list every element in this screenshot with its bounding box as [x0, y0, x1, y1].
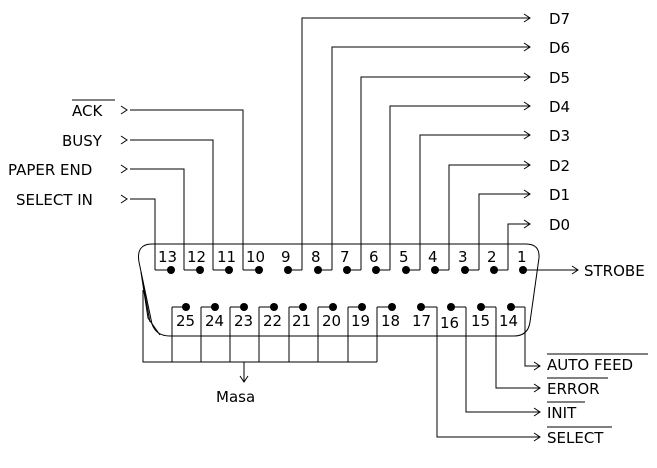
- wire-d7: [301, 17, 530, 270]
- connector-outline: [138, 243, 540, 337]
- pin-label: 20: [322, 312, 341, 330]
- bottom-pin-labels: 25 24 23 22 21 20 19 18 17 16 15 14: [176, 312, 518, 332]
- wire-d5: [360, 76, 530, 270]
- wire-d3: [419, 134, 530, 270]
- pin-label: 21: [292, 312, 311, 330]
- wire-d4: [389, 105, 530, 270]
- left-signal-labels: ACK BUSY PAPER END SELECT IN: [8, 99, 115, 209]
- pin-label: 13: [158, 248, 177, 266]
- arrow-paper-end: [120, 164, 128, 174]
- wire-error: [495, 307, 540, 389]
- left-signal-wires: [120, 105, 244, 270]
- label-paper-end: PAPER END: [8, 161, 92, 179]
- pin-label: 12: [187, 248, 206, 266]
- arrow-d7: [523, 13, 531, 23]
- arrow-d2: [523, 160, 531, 170]
- connector-shell-edge: [140, 271, 161, 336]
- arrow-d3: [523, 130, 531, 140]
- arrow-ack: [120, 105, 128, 115]
- wire-ack: [130, 109, 244, 270]
- wire-select: [436, 307, 540, 438]
- top-pin-labels: 13 12 11 10 9 8 7 6 5 4 3 2 1: [158, 248, 527, 266]
- pin-label: 4: [428, 248, 438, 266]
- label-select: SELECT: [547, 429, 604, 447]
- pin-label: 23: [234, 312, 253, 330]
- label-d0: D0: [549, 216, 570, 234]
- pin-label: 16: [440, 314, 459, 332]
- wire-auto-feed: [524, 307, 540, 367]
- pin-label: 14: [499, 312, 518, 330]
- arrow-error: [533, 383, 541, 393]
- pin-label: 17: [412, 312, 431, 330]
- pin-label: 8: [311, 248, 321, 266]
- arrow-d4: [523, 101, 531, 111]
- wire-d0: [507, 223, 530, 270]
- arrow-d0: [523, 219, 531, 229]
- arrow-d5: [523, 72, 531, 82]
- wire-init: [465, 307, 540, 413]
- label-d7: D7: [549, 10, 570, 28]
- arrow-busy: [120, 135, 128, 145]
- wire-busy: [130, 139, 214, 270]
- pin-label: 25: [176, 312, 195, 330]
- arrow-auto-feed: [533, 361, 541, 371]
- pin-label: 5: [399, 248, 409, 266]
- arrow-strobe: [571, 265, 579, 275]
- pin-label: 11: [217, 248, 236, 266]
- label-error: ERROR: [547, 380, 600, 398]
- label-auto-feed: AUTO FEED: [547, 356, 633, 374]
- wire-d1: [478, 193, 530, 270]
- pin-label: 2: [487, 248, 497, 266]
- arrow-select: [533, 432, 541, 442]
- label-busy: BUSY: [62, 132, 103, 150]
- pin-label: 6: [369, 248, 379, 266]
- pin-label: 10: [246, 248, 265, 266]
- pin-label: 15: [471, 312, 490, 330]
- pin-label: 9: [281, 248, 291, 266]
- connector-shell-edge-inner: [142, 283, 151, 323]
- arrow-d1: [523, 189, 531, 199]
- pin-label: 3: [458, 248, 468, 266]
- pin-label: 24: [205, 312, 224, 330]
- label-d1: D1: [549, 186, 570, 204]
- label-strobe: STROBE: [584, 262, 645, 280]
- data-line-labels: D7 D6 D5 D4 D3 D2 D1 D0: [549, 10, 570, 234]
- label-ack: ACK: [72, 102, 103, 120]
- arrow-d6: [523, 42, 531, 52]
- pin-label: 1: [517, 248, 527, 266]
- right-signal-labels: AUTO FEED ERROR INIT SELECT: [547, 353, 648, 447]
- label-d4: D4: [549, 98, 570, 116]
- wire-paper-end: [130, 168, 185, 270]
- pin-label: 7: [340, 248, 350, 266]
- pin-label: 18: [381, 312, 400, 330]
- label-d5: D5: [549, 69, 570, 87]
- pin-label: 22: [263, 312, 282, 330]
- arrow-select-in: [120, 194, 128, 204]
- ground-bus: [142, 290, 392, 383]
- label-d3: D3: [549, 127, 570, 145]
- right-signal-wires: [421, 306, 541, 442]
- wire-d2: [448, 164, 530, 270]
- arrow-init: [533, 407, 541, 417]
- data-line-wires: [301, 13, 531, 270]
- ground-bus-line: [142, 290, 377, 363]
- wire-select-in: [130, 198, 156, 270]
- label-select-in: SELECT IN: [16, 191, 93, 209]
- pin-label: 19: [351, 312, 370, 330]
- wire-d6: [331, 46, 530, 270]
- label-d6: D6: [549, 39, 570, 57]
- arrow-ground: [239, 375, 249, 383]
- label-d2: D2: [549, 157, 570, 175]
- label-init: INIT: [547, 404, 577, 422]
- label-ground: Masa: [216, 388, 255, 406]
